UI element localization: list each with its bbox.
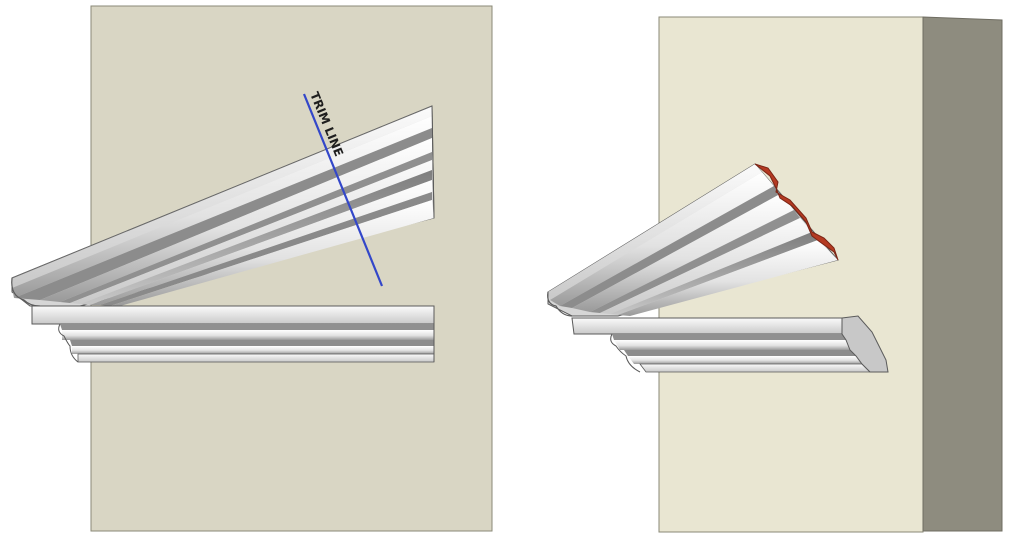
cut-face xyxy=(754,163,839,261)
angled-molding-left xyxy=(11,105,435,307)
trimmed-molding-right xyxy=(547,163,839,317)
mounted-molding-left xyxy=(31,305,435,363)
wall-right-side xyxy=(922,16,1003,532)
mounted-molding-right xyxy=(571,315,889,373)
mitered-return xyxy=(841,315,889,373)
trim-line xyxy=(302,93,384,287)
left-panel: TRIM LINE xyxy=(11,5,493,532)
right-panel xyxy=(547,16,1003,533)
